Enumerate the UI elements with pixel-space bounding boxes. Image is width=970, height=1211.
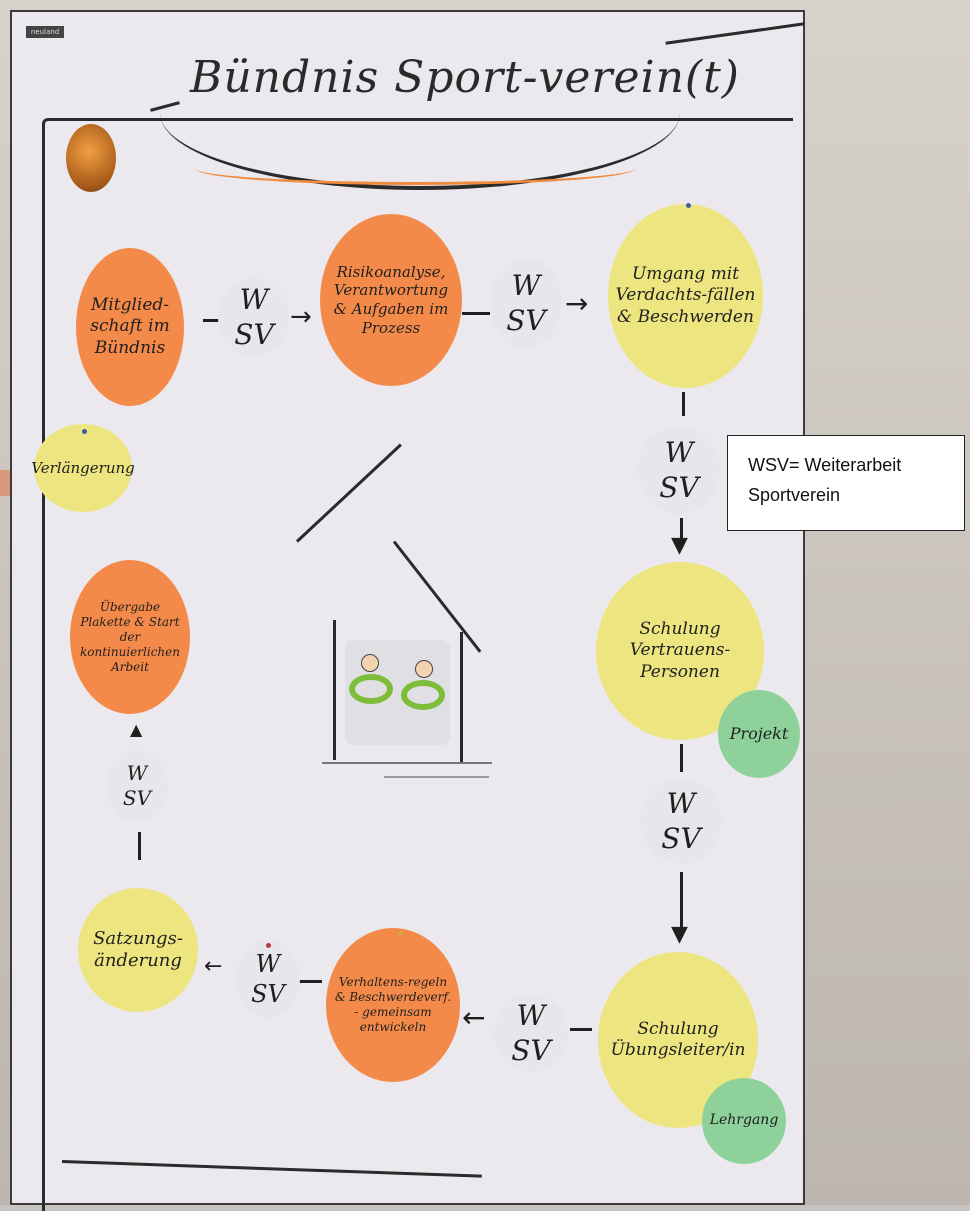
house-floor-second [384, 776, 489, 778]
connector-line [570, 1028, 592, 1031]
step-schulung-vertrauenspersonen-label: Schulung Vertrauens-Personen [629, 619, 731, 682]
arrow-right: → [290, 302, 312, 332]
badge-projekt-label: Projekt [729, 724, 789, 743]
connector-line [138, 832, 141, 860]
wsv-label: W SV [506, 269, 546, 337]
badge-lehrgang: Lehrgang [702, 1078, 786, 1164]
connector-line [682, 392, 685, 416]
legend-line-2: Sportverein [748, 485, 841, 505]
badge-projekt: Projekt [718, 690, 800, 778]
wsv-label: W SV [251, 950, 285, 1008]
wsv-disc-6: W SV [236, 940, 300, 1018]
arrow-down: ▼ [671, 922, 688, 947]
pin [398, 931, 403, 936]
wsv-disc-3: W SV [638, 426, 720, 514]
connector-line [680, 872, 683, 927]
badge-lehrgang-label: Lehrgang [709, 1112, 779, 1129]
wsv-label: W SV [234, 283, 274, 351]
wsv-label: W SV [122, 761, 152, 810]
step-mitgliedschaft: Mitglied-schaft im Bündnis [76, 248, 184, 406]
wsv-disc-7: W SV [106, 750, 168, 822]
title-ellipse [160, 36, 680, 190]
logo-badge [66, 124, 116, 192]
house-wall-right [460, 632, 463, 762]
step-verlaengerung: Verlängerung [31, 424, 135, 512]
pin [686, 203, 691, 208]
step-verhaltensregeln: Verhaltens-regeln & Beschwerdeverf. - ge… [326, 928, 460, 1082]
kid-ring [401, 680, 445, 710]
step-uebergabe-label: Übergabe Plakette & Start der kontinuier… [80, 599, 180, 674]
arrow-right: → [565, 287, 589, 320]
connector-line [680, 744, 683, 772]
connector-line [462, 312, 490, 315]
arrow-down: ▼ [671, 533, 688, 558]
arrow-left: ← [462, 1001, 486, 1034]
wsv-disc-1: W SV [218, 278, 290, 356]
house-floor [322, 762, 492, 764]
wsv-label: W SV [659, 436, 699, 504]
house-wall-left [333, 620, 336, 760]
arrow-up: ▲ [130, 720, 143, 739]
step-risikoanalyse: Risikoanalyse, Verantwortung & Aufgaben … [320, 214, 462, 386]
step-verlaengerung-label: Verlängerung [31, 458, 135, 477]
connector-line [680, 518, 683, 538]
brand-label: neuland [26, 26, 64, 38]
chart-title: Bündnis Sport-verein(t) [190, 52, 740, 103]
kid-head [415, 660, 433, 678]
wsv-disc-4: W SV [640, 778, 722, 864]
legend-line-1: WSV= Weiterarbeit [748, 455, 902, 475]
kids-illustration [345, 640, 450, 745]
pin [82, 429, 87, 434]
wsv-disc-2: W SV [490, 258, 562, 348]
arrow-left: ← [204, 954, 223, 979]
title-underline [195, 152, 635, 185]
step-risikoanalyse-label: Risikoanalyse, Verantwortung & Aufgaben … [333, 262, 449, 337]
wsv-label: W SV [511, 999, 551, 1067]
step-schulung-uebungsleiter-label: Schulung Übungsleiter/in [610, 1018, 746, 1060]
pin [266, 943, 271, 948]
step-mitgliedschaft-label: Mitglied-schaft im Bündnis [90, 295, 170, 358]
kid-head [361, 654, 379, 672]
step-umgang-label: Umgang mit Verdachts-fällen & Beschwerde… [615, 264, 756, 327]
wsv-disc-5: W SV [494, 994, 568, 1072]
wsv-label: W SV [661, 787, 701, 855]
step-verhaltensregeln-label: Verhaltens-regeln & Beschwerdeverf. - ge… [334, 975, 452, 1034]
step-umgang: Umgang mit Verdachts-fällen & Beschwerde… [608, 204, 763, 388]
step-satzungsaenderung: Satzungs-änderung [78, 888, 198, 1012]
connector-line [298, 980, 322, 983]
connector-line [203, 319, 221, 322]
legend-box: WSV= Weiterarbeit Sportverein [727, 435, 965, 531]
step-satzungsaenderung-label: Satzungs-änderung [93, 927, 183, 972]
kid-ring [349, 674, 393, 704]
step-uebergabe: Übergabe Plakette & Start der kontinuier… [70, 560, 190, 714]
